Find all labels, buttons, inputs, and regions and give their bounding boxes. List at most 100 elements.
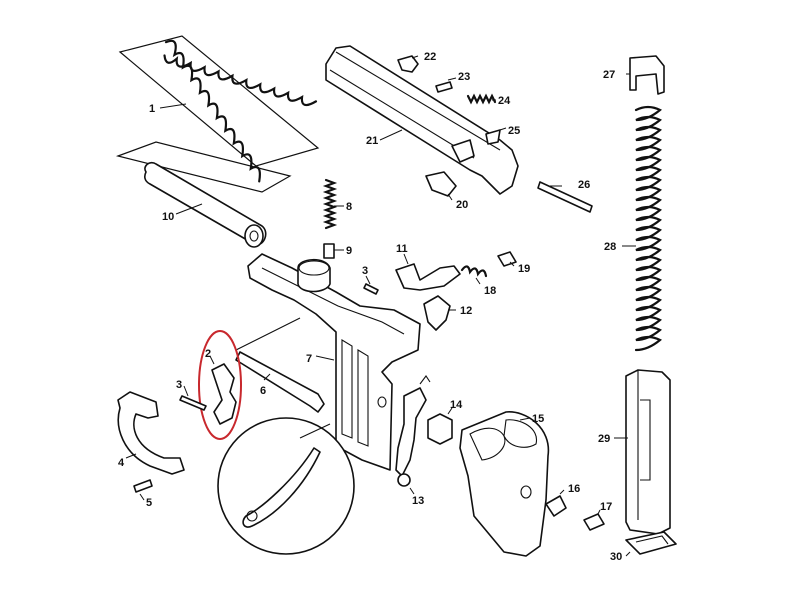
leader-15 [519,417,531,421]
leader-19 [509,261,515,267]
part-2-group [198,330,242,440]
leader-23 [447,77,457,81]
label-part-23: 23 [458,71,470,83]
frame-group [235,253,421,471]
leader-20 [447,193,453,201]
part-30-baseplate [625,531,677,555]
label-part-21: 21 [366,135,378,147]
leader-3-lower [183,385,189,397]
label-part-25: 25 [508,125,520,137]
label-part-17: 17 [600,501,612,513]
leader-11 [403,253,409,265]
slide-group [325,45,593,213]
label-part-12: 12 [460,305,472,317]
detail-connector [299,423,331,439]
label-part-15: 15 [532,413,544,425]
label-part-28: 28 [604,241,616,253]
leader-30 [625,551,631,557]
part-8-spring [322,178,338,230]
detail-inset [217,417,355,555]
leader-14 [447,407,453,415]
barrel-box [115,141,292,193]
part-18-spring [460,265,488,278]
label-part-9: 9 [346,245,352,257]
leader-7 [315,355,335,361]
leader-5 [139,493,145,501]
part-28-mag-spring [634,105,662,352]
part-number-labels: 1 2 3 3 4 5 6 7 8 9 10 11 12 13 14 15 16… [118,51,622,563]
part-27-follower [629,55,665,95]
part-2-trigger [211,363,237,425]
part-15-grip-detail [469,419,537,461]
leader-1 [159,103,187,109]
part-19-plunger [497,251,517,267]
leader-2 [209,355,215,365]
label-part-16: 16 [568,483,580,495]
recoil-spring-group [118,35,320,183]
part-11-lever [395,263,461,291]
label-part-2: 2 [205,348,211,360]
barrel-collar-top [298,260,330,276]
label-part-10: 10 [162,211,174,223]
label-part-20: 20 [456,199,468,211]
part-15-screw-hole [520,485,532,499]
leader-13 [409,487,415,495]
part-15-grip-group [459,411,550,557]
leader-22 [411,55,419,59]
label-part-30: 30 [610,551,622,563]
label-part-26: 26 [578,179,590,191]
part-9-bushing [323,243,335,259]
label-part-11: 11 [396,243,408,255]
barrel-muzzle [244,224,264,248]
leader-4 [125,453,137,459]
detail-pivot [246,510,258,522]
part-12-hammer [423,295,451,331]
detail-trigger [242,447,321,528]
recoil-spring-box [118,35,320,167]
part-5-screw [133,479,153,493]
leader-17 [597,509,601,515]
part-23-pin [435,81,453,93]
slide [325,45,519,195]
label-part-18: 18 [484,285,496,297]
barrel-group [115,141,292,248]
slide-cutout [451,139,475,163]
leader-21 [379,129,403,141]
label-part-27: 27 [603,69,615,81]
barrel-bore [249,230,259,242]
part-25-extractor [485,129,501,145]
recoil-spring [163,39,318,183]
label-part-3-upper: 3 [362,265,368,277]
part-3-pin-upper [363,283,379,295]
frame-guide-line [235,317,301,351]
label-part-8: 8 [346,201,352,213]
part-6-trigger-bar [235,351,325,413]
label-part-3-lower: 3 [176,379,182,391]
barrel [144,161,267,246]
part-16-bushing [545,495,567,517]
part-2-highlight-circle [198,330,242,440]
leader-18 [475,277,481,285]
leader-6 [263,373,271,381]
part-8-9-group [297,178,344,293]
label-part-4: 4 [118,457,125,469]
part-22-clip [397,55,419,73]
label-part-7: 7 [306,353,312,365]
part-20 [425,171,457,197]
leader-3-upper [365,275,371,285]
label-part-24: 24 [498,95,511,107]
part-4-trigger-guard [117,391,185,475]
label-part-5: 5 [146,497,152,509]
leader-25 [499,127,507,131]
frame-pin-hole [377,396,387,408]
label-part-6: 6 [260,385,266,397]
label-part-1: 1 [149,103,155,115]
part-24-spring [466,93,497,105]
part-26-firing-pin [537,181,593,213]
part-15-grip [459,411,550,557]
part-3-pin-lower [179,395,207,411]
slide-grooves [329,51,501,159]
label-part-29: 29 [598,433,610,445]
label-part-14: 14 [450,399,463,411]
